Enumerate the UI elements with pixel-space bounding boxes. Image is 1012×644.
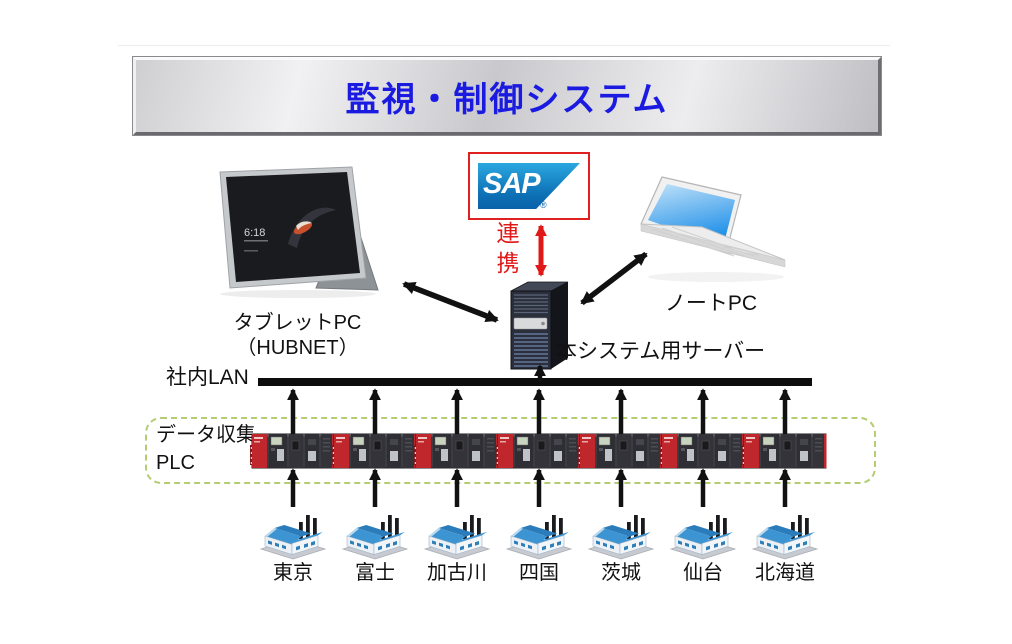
plc-icon [577, 429, 665, 475]
tablet-label-line1: タブレットPC [233, 312, 362, 334]
lan-label: 社内LAN [166, 366, 249, 389]
top-divider-line [118, 45, 890, 46]
plc-zone-label-line2: PLC [156, 452, 195, 474]
tablet-server-arrow [402, 281, 499, 323]
site-label: 東京 [273, 562, 313, 584]
factory-icon [587, 502, 655, 562]
sap-logo: SAP ® [478, 163, 580, 210]
page-title: 監視・制御システム [345, 80, 669, 119]
plc-icon [249, 429, 337, 475]
sap-logo-box: SAP ® [468, 152, 590, 220]
tablet-label-line2: （HUBNET） [236, 337, 359, 359]
server-label: 本システム用サーバー [556, 340, 766, 363]
plc-icon [331, 429, 419, 475]
server-laptop-arrow [580, 251, 648, 306]
laptop-icon [640, 176, 786, 282]
server-icon [510, 281, 569, 370]
factory-icon [259, 502, 327, 562]
plc-zone-label-line1: データ収集 [156, 424, 256, 446]
site-label: 加古川 [427, 562, 487, 584]
sap-link-label: 連携 [496, 220, 520, 276]
site-label: 富士 [355, 562, 395, 584]
plc-icon [659, 429, 747, 475]
plc-icon [495, 429, 583, 475]
sap-logo-text: SAP [483, 168, 541, 200]
plc-zone-label: データ収集 PLC [156, 421, 256, 477]
laptop-label: ノートPC [664, 292, 758, 315]
site-label: 四国 [519, 562, 559, 584]
plc-icon [741, 429, 829, 475]
site-label: 北海道 [755, 562, 815, 584]
title-banner: 監視・制御システム [133, 57, 881, 135]
factory-icon [751, 502, 819, 562]
plc-zone-box [145, 417, 876, 484]
factory-icon [423, 502, 491, 562]
factory-icon [669, 502, 737, 562]
site-label: 仙台 [683, 562, 723, 584]
factory-icon [341, 502, 409, 562]
plc-icon [413, 429, 501, 475]
tablet-icon: 6:18 [219, 166, 379, 298]
sap-registered-mark: ® [540, 200, 547, 210]
tablet-screen-time: 6:18 [244, 227, 265, 239]
factory-icon [505, 502, 573, 562]
lan-bus-line [258, 378, 812, 386]
site-label: 茨城 [601, 562, 641, 584]
